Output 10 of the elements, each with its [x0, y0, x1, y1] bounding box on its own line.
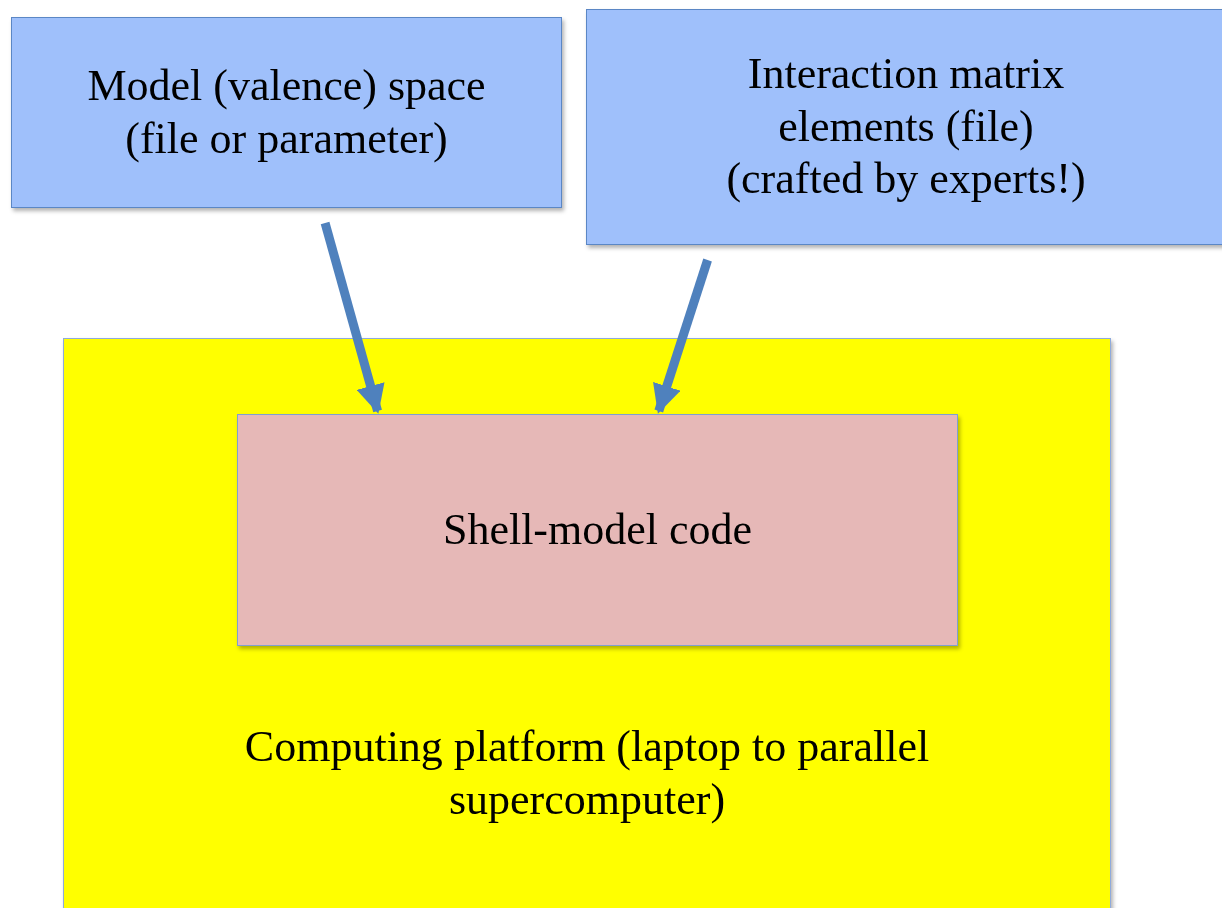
node-label: Shell-model code — [442, 503, 753, 556]
code-box — [237, 414, 958, 646]
arrow — [320, 221, 385, 414]
platform-box — [63, 338, 1111, 908]
node-label: Interaction matrix elements (file) (crafted by experts!) — [725, 47, 1087, 206]
arrow — [653, 258, 712, 414]
input-box — [11, 17, 562, 208]
input-box — [586, 9, 1222, 245]
node-label: Model (valence) space (file or parameter) — [86, 59, 487, 165]
node-label: Computing platform (laptop to parallel supercomputer) — [243, 721, 931, 827]
